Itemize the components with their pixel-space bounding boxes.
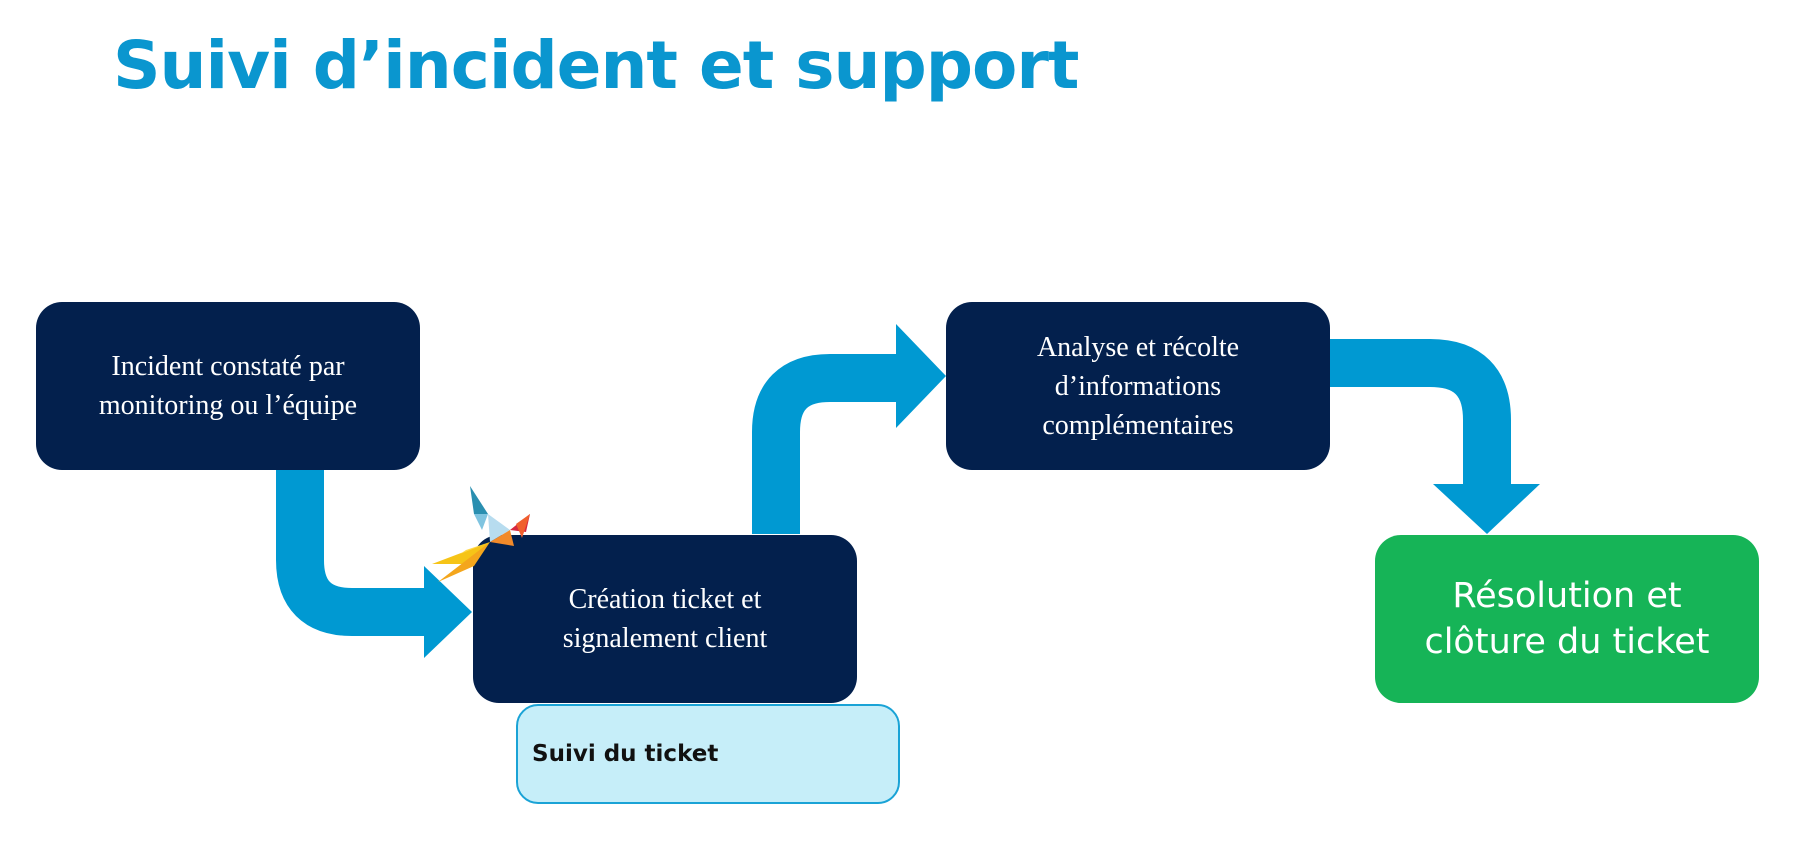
step-ticket-creation-line1: Création ticket et bbox=[568, 584, 762, 615]
step-analysis-line2: d’informations bbox=[1054, 370, 1222, 402]
step-analysis-line3: complémentaires bbox=[1042, 409, 1234, 441]
arrow-step2-to-step3 bbox=[752, 354, 904, 534]
step-incident-box: Incident constaté par monitoring ou l’éq… bbox=[36, 302, 420, 470]
arrow-step1-to-step2 bbox=[276, 468, 432, 636]
step-analysis-line1: Analyse et récolte bbox=[1036, 331, 1240, 363]
step-resolution-line2: clôture du ticket bbox=[1424, 622, 1710, 662]
page-title: Suivi d’incident et support bbox=[113, 27, 1079, 104]
bird-logo-icon bbox=[432, 486, 530, 582]
step-incident-line1: Incident constaté par bbox=[111, 351, 345, 382]
step-ticket-creation-box: Création ticket et signalement client bbox=[473, 535, 857, 703]
arrow-head-1 bbox=[424, 566, 472, 658]
ticket-tracking-tab[interactable]: Suivi du ticket bbox=[516, 704, 900, 804]
step-resolution-box: Résolution et clôture du ticket bbox=[1375, 535, 1759, 703]
step-analysis-box: Analyse et récolte d’informations complé… bbox=[946, 302, 1330, 470]
step-ticket-creation-line2: signalement client bbox=[562, 623, 768, 654]
step-incident-line2: monitoring ou l’équipe bbox=[98, 390, 358, 421]
arrow-head-2 bbox=[896, 324, 946, 428]
ticket-tracking-label: Suivi du ticket bbox=[532, 741, 719, 767]
step-resolution-line1: Résolution et bbox=[1452, 576, 1682, 616]
arrow-step3-to-step4 bbox=[1326, 339, 1511, 488]
arrow-head-3 bbox=[1433, 484, 1540, 534]
